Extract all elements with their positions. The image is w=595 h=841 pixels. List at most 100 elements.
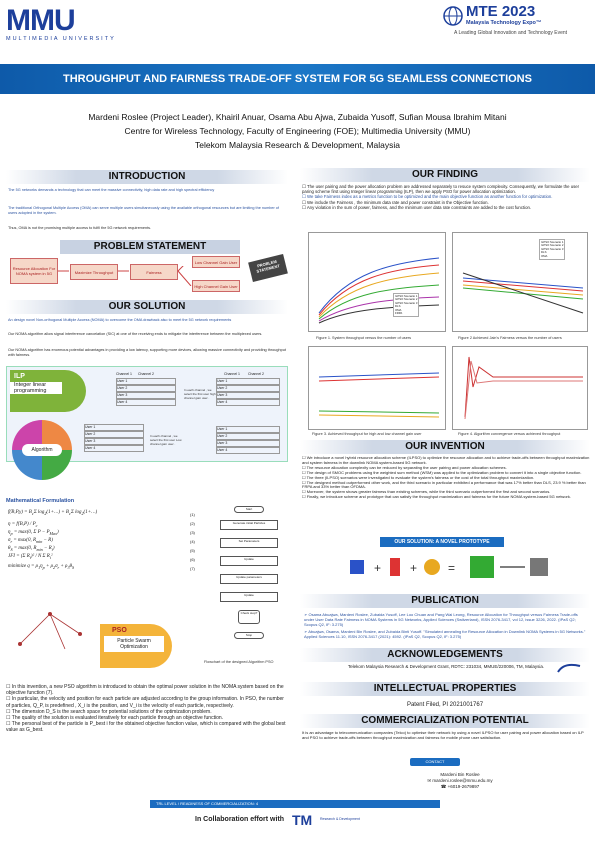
mmu-logo: MMU MULTIMEDIA UNIVERSITY: [6, 4, 156, 42]
invention-bullet: ☐ The designed method outperformed other…: [302, 479, 586, 490]
problem-box-resource: Resource Allocation For NOMA system in 5…: [10, 258, 58, 284]
channel-tables: Channel 1 Channel 2 Channel 1 Channel 2 …: [84, 372, 284, 462]
flow-step: Update: [220, 592, 278, 602]
flow-step: Update parameters: [220, 574, 278, 584]
user-table-4: User 1 User 2 User 3 User 4: [216, 426, 280, 454]
title-band: THROUGHPUT AND FAIRNESS TRADE-OFF SYSTEM…: [0, 64, 595, 94]
invention-bullet: ☐ The three (ILPSO) scenarios were inves…: [302, 474, 535, 480]
prototype-graphic: + + =: [340, 552, 560, 582]
ilp-text: Integer linear programming: [10, 382, 62, 394]
svg-text:+: +: [374, 561, 381, 575]
figure-1-legend: ILPSO Scenario 1 ILPSO Scenario 2 ILPSO …: [393, 293, 420, 318]
flow-step: Update: [220, 556, 278, 566]
contact-name: Mardeni Bin Roslee: [440, 772, 480, 777]
solution-p1: An design novel Non-orthogonal Multiple …: [8, 318, 232, 322]
eq-num: (1): [190, 512, 195, 517]
figure-3-lines: [318, 372, 440, 418]
intro-p2: The traditional Orthogonal Multiple Acce…: [8, 206, 279, 215]
introduction-heading: INTRODUCTION: [6, 170, 288, 184]
mte-tagline: A Leading Global Innovation and Technolo…: [454, 30, 568, 36]
user-table-1: User 1 User 2 User 3 User 4: [116, 378, 176, 406]
tm-mini-logo: [557, 663, 581, 673]
commercial-heading: COMMERCIALIZATION POTENTIAL: [300, 714, 590, 728]
algorithm-cycle: Algorithm: [12, 420, 72, 480]
affiliation-line: Centre for Wireless Technology, Faculty …: [124, 126, 471, 136]
invention-bullet: ☐ Finally, we introduce scheme and proto…: [302, 494, 571, 500]
invention-bullet: ☐ The design of SMOC problems using the …: [302, 469, 582, 475]
pso-badge: PSO Particle Swarm Optimization: [100, 624, 172, 668]
tm-logo: TM: [292, 812, 313, 828]
flow-decision: Check stop?: [238, 610, 260, 624]
user-row: User 4: [216, 447, 280, 454]
problem-box-throughput: Maximize Throughput: [70, 264, 118, 280]
ip-heading: INTELLECTUAL PROPERTIES: [300, 682, 590, 696]
solution-p2: Our NOMA algorithm allow signal interfer…: [8, 332, 263, 336]
contact-block: Mardeni Bin Roslee ✉ mardeni.roslee@mmu.…: [380, 772, 540, 790]
finding-heading: OUR FINDING: [300, 168, 590, 182]
publication-list: ➢ Osama Abuajwa, Mardeni Roslee, Zubaida…: [304, 612, 588, 639]
intro-p3: Thus, OMA is not the promising multiple …: [8, 226, 152, 230]
figure-4-plot: [452, 346, 588, 430]
pso-bullet: ☐ In particular, the velocity and positi…: [6, 696, 284, 709]
publication-item: ➢ Abuajwa, Osama, Mardeni Bin Roslee, an…: [304, 629, 586, 639]
contact-email[interactable]: ✉ mardeni.roslee@mmu.edu.my: [427, 778, 493, 783]
eq-num: (5): [190, 548, 195, 553]
user-row: User 4: [216, 399, 280, 406]
figure-1-caption: Figure 1. System throughput versus the n…: [316, 336, 411, 340]
invention-bullet: ☐ We introduce a novel hybrid resource a…: [302, 455, 590, 465]
solution-p3: Our NOMA algorithm has enormous potentia…: [8, 348, 286, 357]
contact-label: CONTACT: [410, 758, 460, 766]
acknowledgements-text: Telekom Malaysia Research & Development …: [347, 664, 545, 669]
table1-ch1: Channel 1: [116, 372, 132, 376]
algorithm-label: Algorithm: [22, 444, 62, 456]
mte-subtitle: Malaysia Technology Expo™: [466, 20, 542, 26]
finding-bullet: ☐ The user pairing and the power allocat…: [302, 184, 580, 195]
pso-bullet: ☐ The dimension D_S is the search space …: [6, 708, 212, 715]
user-row: User 3: [116, 392, 176, 399]
table2-ch1: Channel 1: [224, 372, 240, 376]
finding-bullet: ☐ We take Fairness index as a metrics fu…: [302, 194, 553, 200]
user-row: User 1: [216, 378, 280, 385]
globe-icon: [443, 6, 463, 26]
user-table-2: User 1 User 2 User 3 User 4: [216, 378, 280, 406]
problem-box-fairness: Fairness: [130, 264, 178, 280]
step2-text: In each channel , we select the first us…: [150, 434, 182, 446]
solution-heading: OUR SOLUTION: [6, 300, 288, 314]
commercial-text: It is an advantage to telecommunication …: [302, 730, 584, 740]
table1-ch2: Channel 2: [138, 372, 154, 376]
user-row: User 2: [84, 431, 144, 438]
user-row: User 4: [84, 445, 144, 452]
user-row: User 2: [216, 433, 280, 440]
user-row: User 2: [216, 385, 280, 392]
eq-num: (4): [190, 539, 195, 544]
svg-text:+: +: [410, 561, 417, 575]
flow-step: Generate initial Particles: [220, 520, 278, 530]
mte-title: MTE 2023: [466, 3, 536, 20]
user-row: User 3: [84, 438, 144, 445]
table2-ch2: Channel 2: [248, 372, 264, 376]
tm-logo-subtitle: Research & Development: [320, 817, 360, 821]
intro-p1: The 5G networks demands a technology tha…: [8, 188, 215, 192]
eq-num: (6): [190, 557, 195, 562]
figure-4-lines: [464, 356, 583, 420]
figure-1-lines: [318, 257, 440, 324]
flow-start: Start: [234, 506, 264, 513]
finding-bullet: ☐ We include the Fairness , the minimum …: [302, 199, 489, 205]
mmu-tagline: MULTIMEDIA UNIVERSITY: [6, 36, 116, 42]
pso-vector-diagram: [18, 612, 82, 650]
user-row: User 4: [116, 399, 176, 406]
pso-bullet: ☐ The personal best of the particle is P…: [6, 721, 286, 734]
finding-bullets: ☐ The user pairing and the power allocat…: [302, 184, 590, 210]
invention-bullet: ☐ The resource allocation complexity can…: [302, 464, 507, 470]
poster-title: THROUGHPUT AND FAIRNESS TRADE-OFF SYSTEM…: [63, 73, 532, 85]
eq-num: (7): [190, 566, 195, 571]
invention-bullet: ☐ Moreover, the system shows greater fai…: [302, 489, 551, 495]
figure-3-plot: [308, 346, 446, 430]
collaboration-text: In Collaboration effort with: [195, 816, 285, 823]
acknowledgements-heading: ACKNOWLEDGEMENTS: [300, 648, 590, 662]
mail-icon: ✉: [427, 778, 433, 783]
figure-2-caption: Figure 2 Achieved Jain's Fairness versus…: [458, 336, 562, 340]
ip-text: Patent Filed, PI 2021001767: [406, 702, 484, 708]
problem-heading: PROBLEM STATEMENT: [60, 240, 240, 254]
figure-2-legend: ILPSO Scenario 1 ILPSO Scenario 2 ILPSO …: [539, 239, 566, 261]
